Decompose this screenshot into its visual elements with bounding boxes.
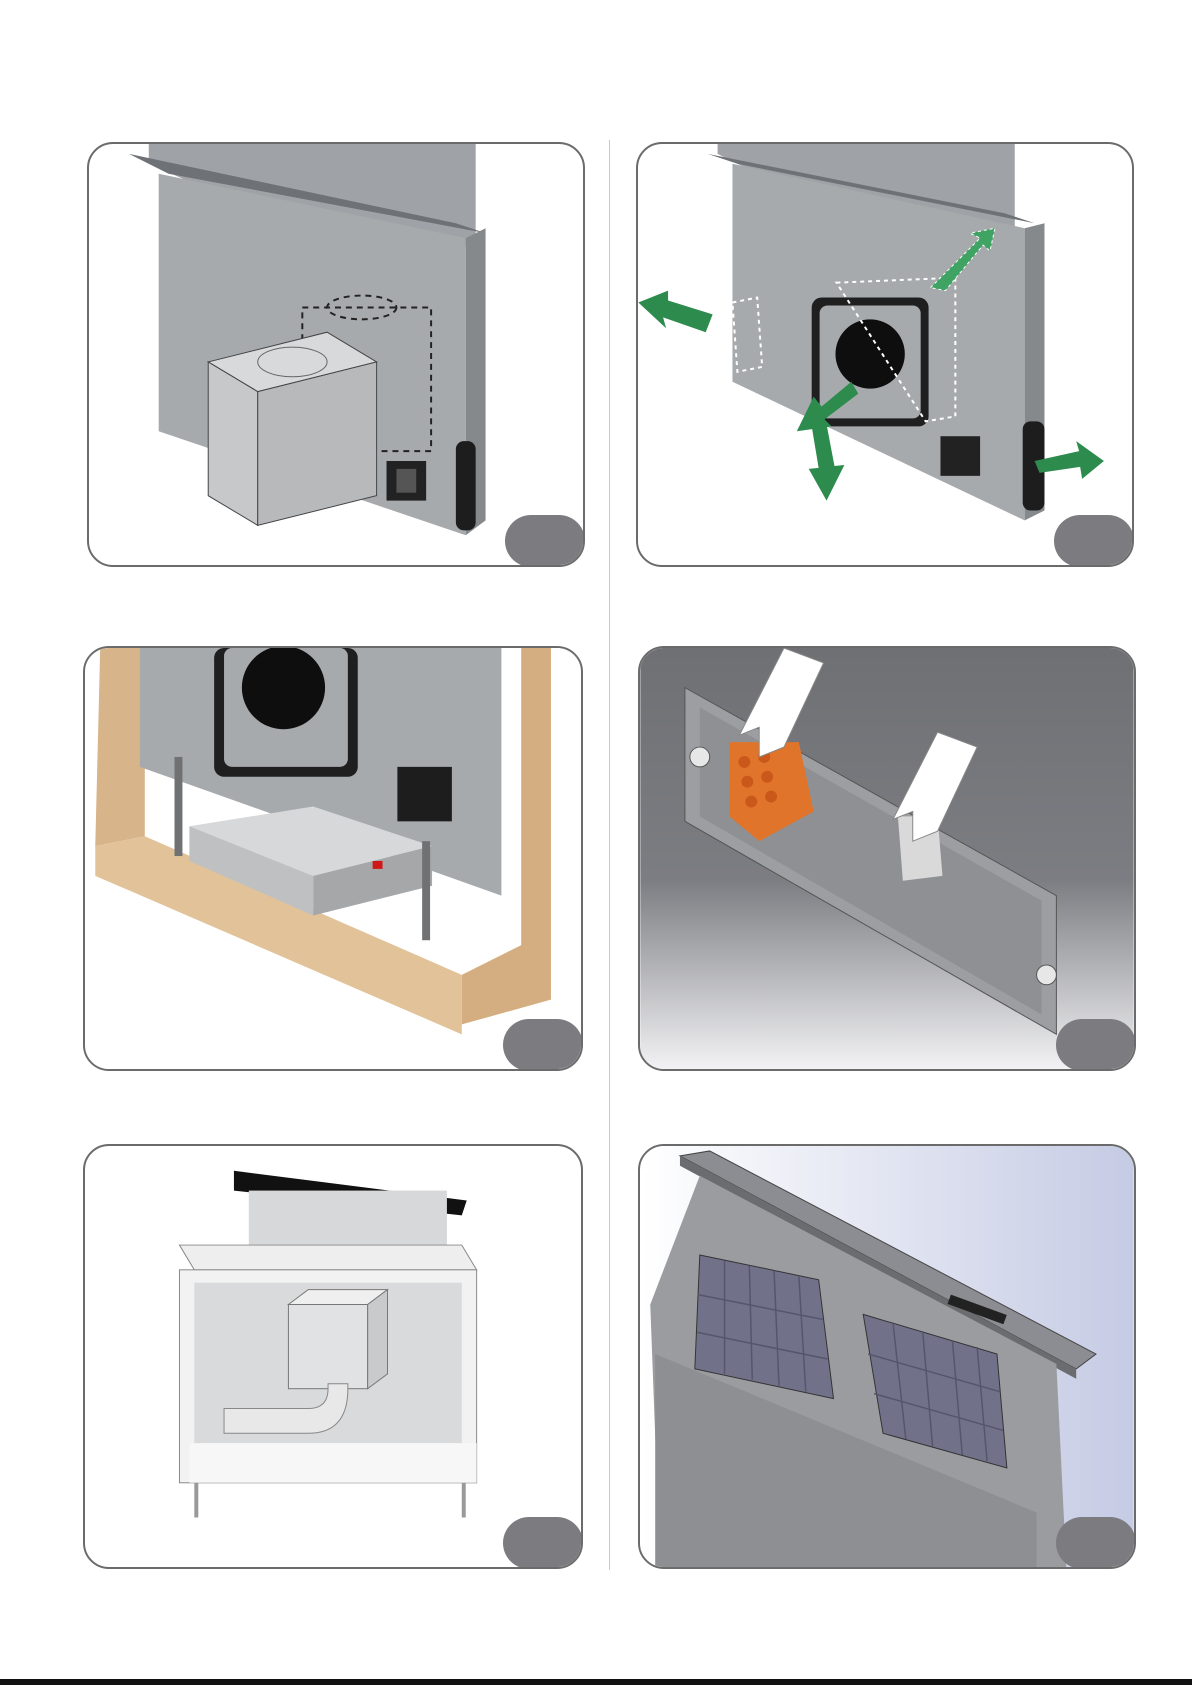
page-bottom-rule <box>0 1679 1192 1685</box>
figure-badge <box>503 1019 583 1071</box>
figure-3 <box>83 646 583 1071</box>
figure-badge <box>505 515 585 567</box>
figure-2 <box>636 142 1134 567</box>
figure-5 <box>83 1144 583 1569</box>
figure-badge <box>1054 515 1134 567</box>
figure-6 <box>638 1144 1136 1569</box>
figure-5-illustration <box>85 1146 581 1567</box>
figure-4 <box>638 646 1136 1071</box>
figure-4-illustration <box>640 648 1134 1069</box>
figure-3-illustration <box>85 648 581 1069</box>
figure-1 <box>87 142 585 567</box>
figure-2-illustration <box>638 144 1132 565</box>
center-divider <box>609 140 610 1570</box>
figure-badge <box>1056 1517 1136 1569</box>
figure-badge <box>503 1517 583 1569</box>
figure-badge <box>1056 1019 1136 1071</box>
figure-1-illustration <box>89 144 583 565</box>
figure-6-illustration <box>640 1146 1134 1567</box>
